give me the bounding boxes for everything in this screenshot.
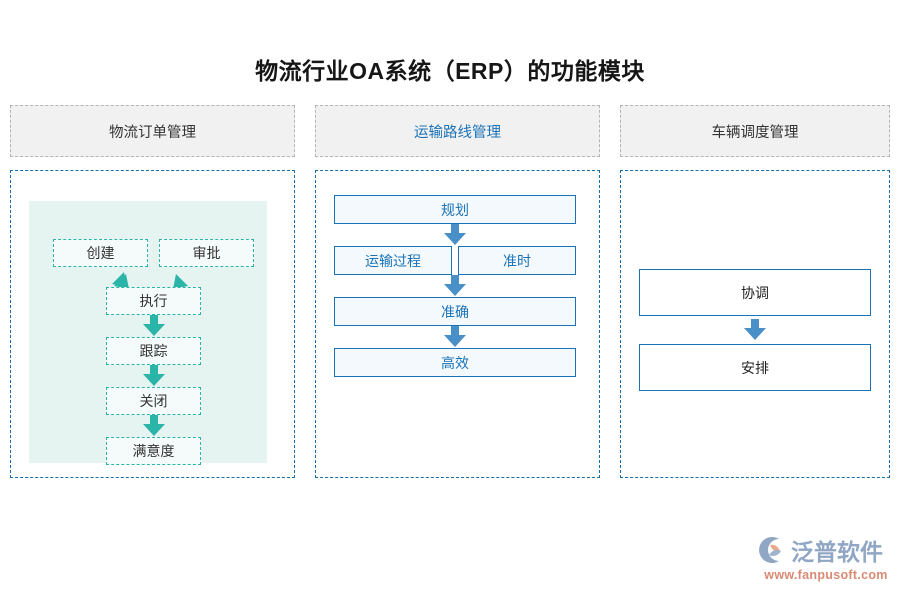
node-label: 准时 [503, 252, 531, 269]
arrow-track-to-close [142, 365, 166, 387]
column-header-label: 车辆调度管理 [711, 124, 799, 141]
node-label: 高效 [441, 354, 469, 371]
arrow-planning-to-transport [443, 224, 467, 246]
column-header-label: 物流订单管理 [109, 124, 196, 141]
node-planning[interactable]: 规划 [334, 195, 576, 224]
column-header-transport-route[interactable]: 运输路线管理 [315, 105, 600, 157]
node-label: 规划 [441, 201, 469, 218]
panel-logistics-order: 创建 审批 执行 [10, 170, 295, 478]
node-label: 审批 [192, 245, 221, 261]
panel-vehicle-dispatch: 协调 安排 [620, 170, 890, 478]
node-approve[interactable]: 审批 [159, 239, 254, 267]
node-satisfaction[interactable]: 满意度 [106, 437, 201, 465]
panel-transport-route: 规划 运输过程 准时 准确 [315, 170, 600, 478]
arrow-accurate-to-efficient [443, 326, 467, 348]
logo-url-text: www.fanpusoft.com [764, 568, 888, 582]
node-label: 跟踪 [139, 343, 168, 359]
fanpu-logo[interactable]: 泛普软件 www.fanpusoft.com [757, 533, 895, 589]
arrow-coordinate-to-arrange [743, 319, 767, 341]
arrow-transport-to-accurate [443, 275, 467, 297]
node-label: 执行 [139, 293, 168, 309]
node-label: 满意度 [132, 443, 175, 459]
node-transport-process[interactable]: 运输过程 [334, 246, 452, 275]
arrow-approve-to-execute [169, 265, 197, 291]
arrow-close-to-satisfaction [142, 415, 166, 437]
node-on-time[interactable]: 准时 [458, 246, 576, 275]
node-label: 关闭 [139, 393, 168, 409]
node-coordinate[interactable]: 协调 [639, 269, 871, 316]
node-execute[interactable]: 执行 [106, 287, 201, 315]
node-close[interactable]: 关闭 [106, 387, 201, 415]
node-label: 创建 [86, 245, 115, 261]
arrow-create-to-execute [105, 265, 133, 291]
node-label: 安排 [741, 359, 769, 376]
node-arrange[interactable]: 安排 [639, 344, 871, 391]
column-header-logistics-order[interactable]: 物流订单管理 [10, 105, 295, 157]
node-label: 运输过程 [365, 252, 421, 269]
node-create[interactable]: 创建 [53, 239, 148, 267]
page-title: 物流行业OA系统（ERP）的功能模块 [255, 58, 645, 84]
node-label: 协调 [741, 284, 769, 301]
logo-brand-text: 泛普软件 [791, 539, 883, 565]
arrow-execute-to-track [142, 315, 166, 337]
column-header-vehicle-dispatch[interactable]: 车辆调度管理 [620, 105, 890, 157]
column-header-label: 运输路线管理 [414, 124, 501, 141]
node-track[interactable]: 跟踪 [106, 337, 201, 365]
node-accurate[interactable]: 准确 [334, 297, 576, 326]
fanpu-logo-icon [757, 535, 787, 565]
node-label: 准确 [441, 303, 469, 320]
node-efficient[interactable]: 高效 [334, 348, 576, 377]
